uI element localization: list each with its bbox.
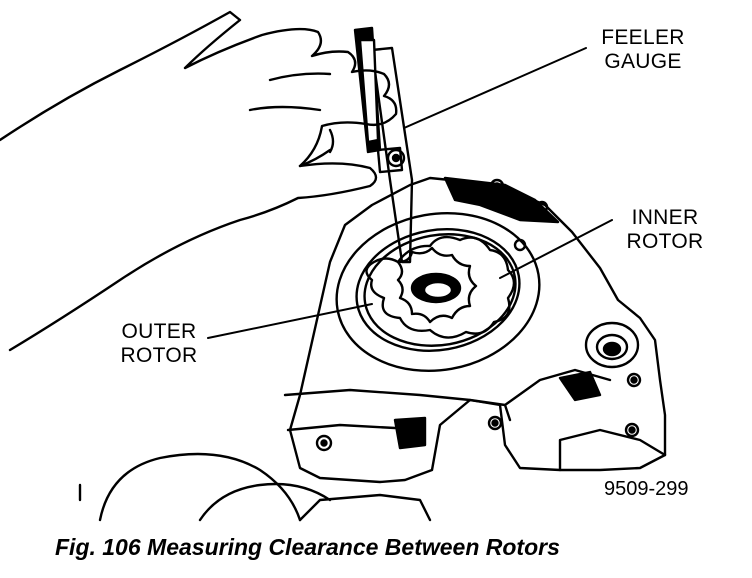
- housing-shadow-2: [558, 370, 602, 402]
- housing-flange-3: [503, 368, 612, 407]
- feeler-gauge-label: FEELER GAUGE: [588, 26, 698, 74]
- hand-finger-line: [248, 105, 322, 112]
- bolt-hole: [626, 372, 642, 388]
- leader-feeler: [403, 47, 587, 129]
- lower-casting-3: [298, 493, 432, 522]
- inner-rotor-label-line1: INNER: [631, 206, 699, 229]
- lower-casting: [78, 452, 302, 522]
- bolt-hole: [491, 419, 499, 427]
- outer-rotor-label-line2: ROTOR: [120, 344, 198, 367]
- leader-inner: [499, 219, 613, 279]
- figure-id: 9509-299: [604, 478, 689, 500]
- hand-knuckle: [328, 128, 335, 154]
- lower-casting-2: [198, 482, 332, 522]
- inner-rotor: [396, 246, 478, 324]
- hand: [0, 10, 398, 352]
- port-boss: [584, 321, 640, 369]
- rotor-bore-inner: [355, 228, 521, 352]
- bolt-hole: [493, 182, 501, 190]
- feeler-gauge-screw: [386, 148, 406, 168]
- bolt-hole: [535, 200, 549, 214]
- housing-flange: [283, 388, 512, 422]
- rotor-bore-outer: [335, 211, 541, 373]
- feeler-gauge-screw: [391, 153, 401, 163]
- feeler-gauge-blade: [370, 46, 414, 264]
- bolt-hole: [630, 376, 638, 384]
- bolt-hole: [315, 434, 333, 452]
- outer-rotor-label-line1: OUTER: [121, 320, 197, 343]
- feeler-gauge-label-line2: GAUGE: [604, 50, 682, 73]
- outer-rotor: [365, 235, 516, 339]
- inner-rotor-hub-bore: [422, 280, 454, 300]
- feeler-gauge-label-line1: FEELER: [601, 26, 685, 49]
- bolt-hole: [624, 422, 640, 438]
- housing-shadow: [443, 176, 560, 224]
- bolt-hole: [489, 178, 505, 194]
- housing-flange-4: [558, 428, 667, 472]
- feeler-gauge-knurl: [376, 146, 404, 174]
- port-boss: [595, 333, 629, 361]
- housing-flange-2: [286, 423, 397, 432]
- inner-rotor-label-line2: ROTOR: [626, 230, 704, 253]
- leader-outer: [207, 303, 373, 339]
- hand-finger-line: [298, 148, 332, 168]
- housing-shadow-3: [393, 416, 427, 450]
- bolt-hole: [320, 439, 328, 447]
- outer-rotor-label: OUTER ROTOR: [104, 320, 214, 368]
- port-boss: [602, 341, 622, 357]
- pump-illustration: [0, 10, 667, 522]
- bolt-hole: [487, 415, 503, 431]
- inner-rotor-label: INNER ROTOR: [610, 206, 720, 254]
- bolt-hole: [628, 426, 636, 434]
- rotor-bore-inner-2: [363, 233, 517, 347]
- hand-finger-line: [268, 72, 332, 82]
- figure-caption: Fig. 106 Measuring Clearance Between Rot…: [55, 534, 560, 560]
- feeler-gauge-body-2: [358, 38, 380, 144]
